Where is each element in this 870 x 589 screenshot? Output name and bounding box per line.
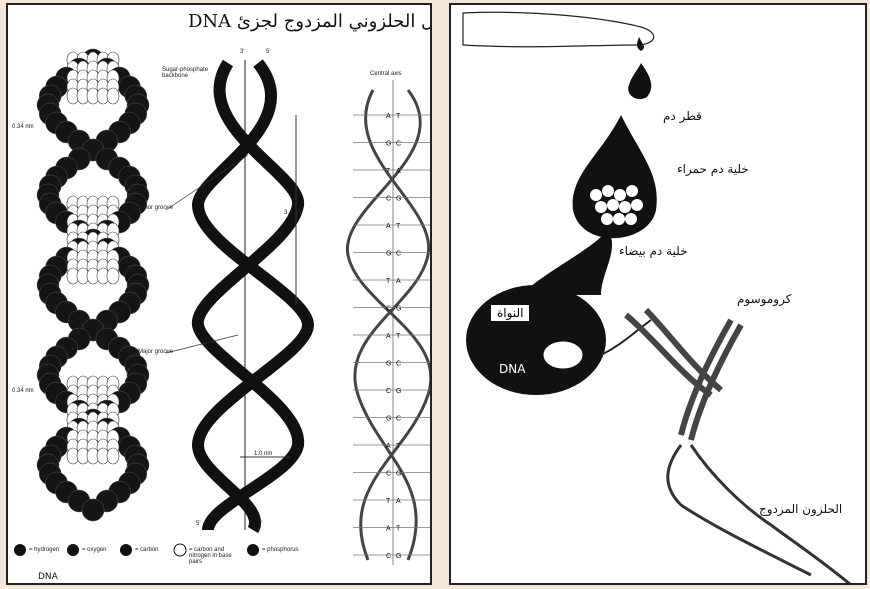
ladder-strand-2 (355, 90, 429, 560)
base-letter: G (396, 471, 401, 478)
red-blood-cell-label: خلية دم حمراء (677, 162, 749, 176)
blood-to-dna-drawing (451, 5, 867, 585)
backbone-label: Sugar-phosphate backbone (162, 67, 212, 79)
legend-carbon-symbol (120, 544, 132, 556)
bp-spacing-label-1: 0.34 nm (12, 124, 34, 130)
base-letter: G (396, 306, 401, 313)
nucleus-label: النواة (491, 305, 529, 321)
base-letter: T (396, 223, 401, 230)
legend-phosphorus-label: = phosphorus (262, 547, 299, 553)
major-groove-label: Major groove (138, 349, 173, 355)
base-letter: C (386, 553, 391, 560)
base-letter: A (386, 443, 391, 450)
base-letter: G (396, 196, 401, 203)
base-pair-atom (107, 268, 119, 284)
blood-to-dna-panel: قطر دم خلية دم حمراء خلية دم بيضاء النوا… (449, 3, 867, 585)
chromosome-arm-1 (626, 310, 721, 395)
minor-groove-pointer (166, 155, 248, 210)
base-letter: T (386, 168, 391, 175)
base-letter: G (386, 416, 391, 423)
legend-oxygen-label: = oxygen (82, 547, 107, 553)
strand-end-bottom-5: 5' (196, 521, 200, 527)
base-letter: C (396, 361, 401, 368)
base-letter: G (386, 141, 391, 148)
base-letter: T (396, 443, 401, 450)
base-letter: C (386, 306, 391, 313)
white-blood-cell-label: خلية دم بيضاء (619, 244, 688, 258)
ribbon-model (166, 60, 308, 530)
width-label: 1.0 nm (254, 451, 272, 457)
base-letter: A (396, 168, 401, 175)
base-letter: A (386, 526, 391, 533)
base-pair-atom (107, 448, 119, 464)
diagram-title: الشكل الحلزوني المزدوج لجزئ DNA (188, 11, 432, 32)
legend-hydrogen-symbol (14, 544, 26, 556)
base-letter: C (386, 388, 391, 395)
base-letter: T (386, 498, 391, 505)
base-letter: C (396, 416, 401, 423)
base-letter: T (396, 333, 401, 340)
base-letter: G (386, 251, 391, 258)
base-letter: G (386, 361, 391, 368)
finger (463, 12, 654, 46)
legend-base-label: = carbon and nitrogen in base pairs (189, 547, 244, 565)
blood-drop (628, 63, 651, 99)
dna-label: DNA (499, 362, 525, 376)
base-letter: C (386, 196, 391, 203)
base-letter: C (386, 471, 391, 478)
base-letter: A (386, 223, 391, 230)
pitch-label: 3.4 nm (284, 210, 302, 216)
blood-drop-label: قطر دم (663, 109, 702, 123)
base-pair-atom (107, 88, 119, 104)
base-letter: C (396, 251, 401, 258)
base-letter: A (396, 278, 401, 285)
strand-end-bottom-3: 3' (258, 521, 262, 527)
strand-end-top-3: 3' (240, 49, 244, 55)
central-axis-label: Central axis (370, 71, 402, 77)
base-letter: A (396, 498, 401, 505)
base-letter: A (386, 113, 391, 120)
space-filling-model (37, 49, 149, 521)
bp-spacing-label-2: 0.34 nm (12, 388, 34, 394)
dna-in-nucleus (543, 341, 583, 369)
dna-caption: DNA (38, 572, 58, 582)
backbone-atom (82, 499, 104, 521)
legend-phosphorus-symbol (247, 544, 259, 556)
strand-end-top-5: 5' (266, 49, 270, 55)
base-letter: T (396, 113, 401, 120)
legend-carbon-label: = carbon (135, 547, 159, 553)
dna-thread (601, 320, 651, 355)
legend-hydrogen-label: = hydrogen (29, 547, 59, 553)
base-letter: T (396, 526, 401, 533)
double-helix-label: الحلزون المزدوج (759, 502, 842, 516)
legend-base-symbol (174, 544, 186, 556)
base-letter: G (396, 388, 401, 395)
ladder-strand-1 (347, 90, 430, 560)
white-blood-cell (466, 285, 606, 395)
chromosome-label: كروموسوم (737, 292, 791, 306)
base-letter: T (386, 278, 391, 285)
base-letter: C (396, 141, 401, 148)
legend-oxygen-symbol (67, 544, 79, 556)
base-letter: A (386, 333, 391, 340)
minor-groove-label: Minor groove (138, 205, 173, 211)
base-letter: G (396, 553, 401, 560)
